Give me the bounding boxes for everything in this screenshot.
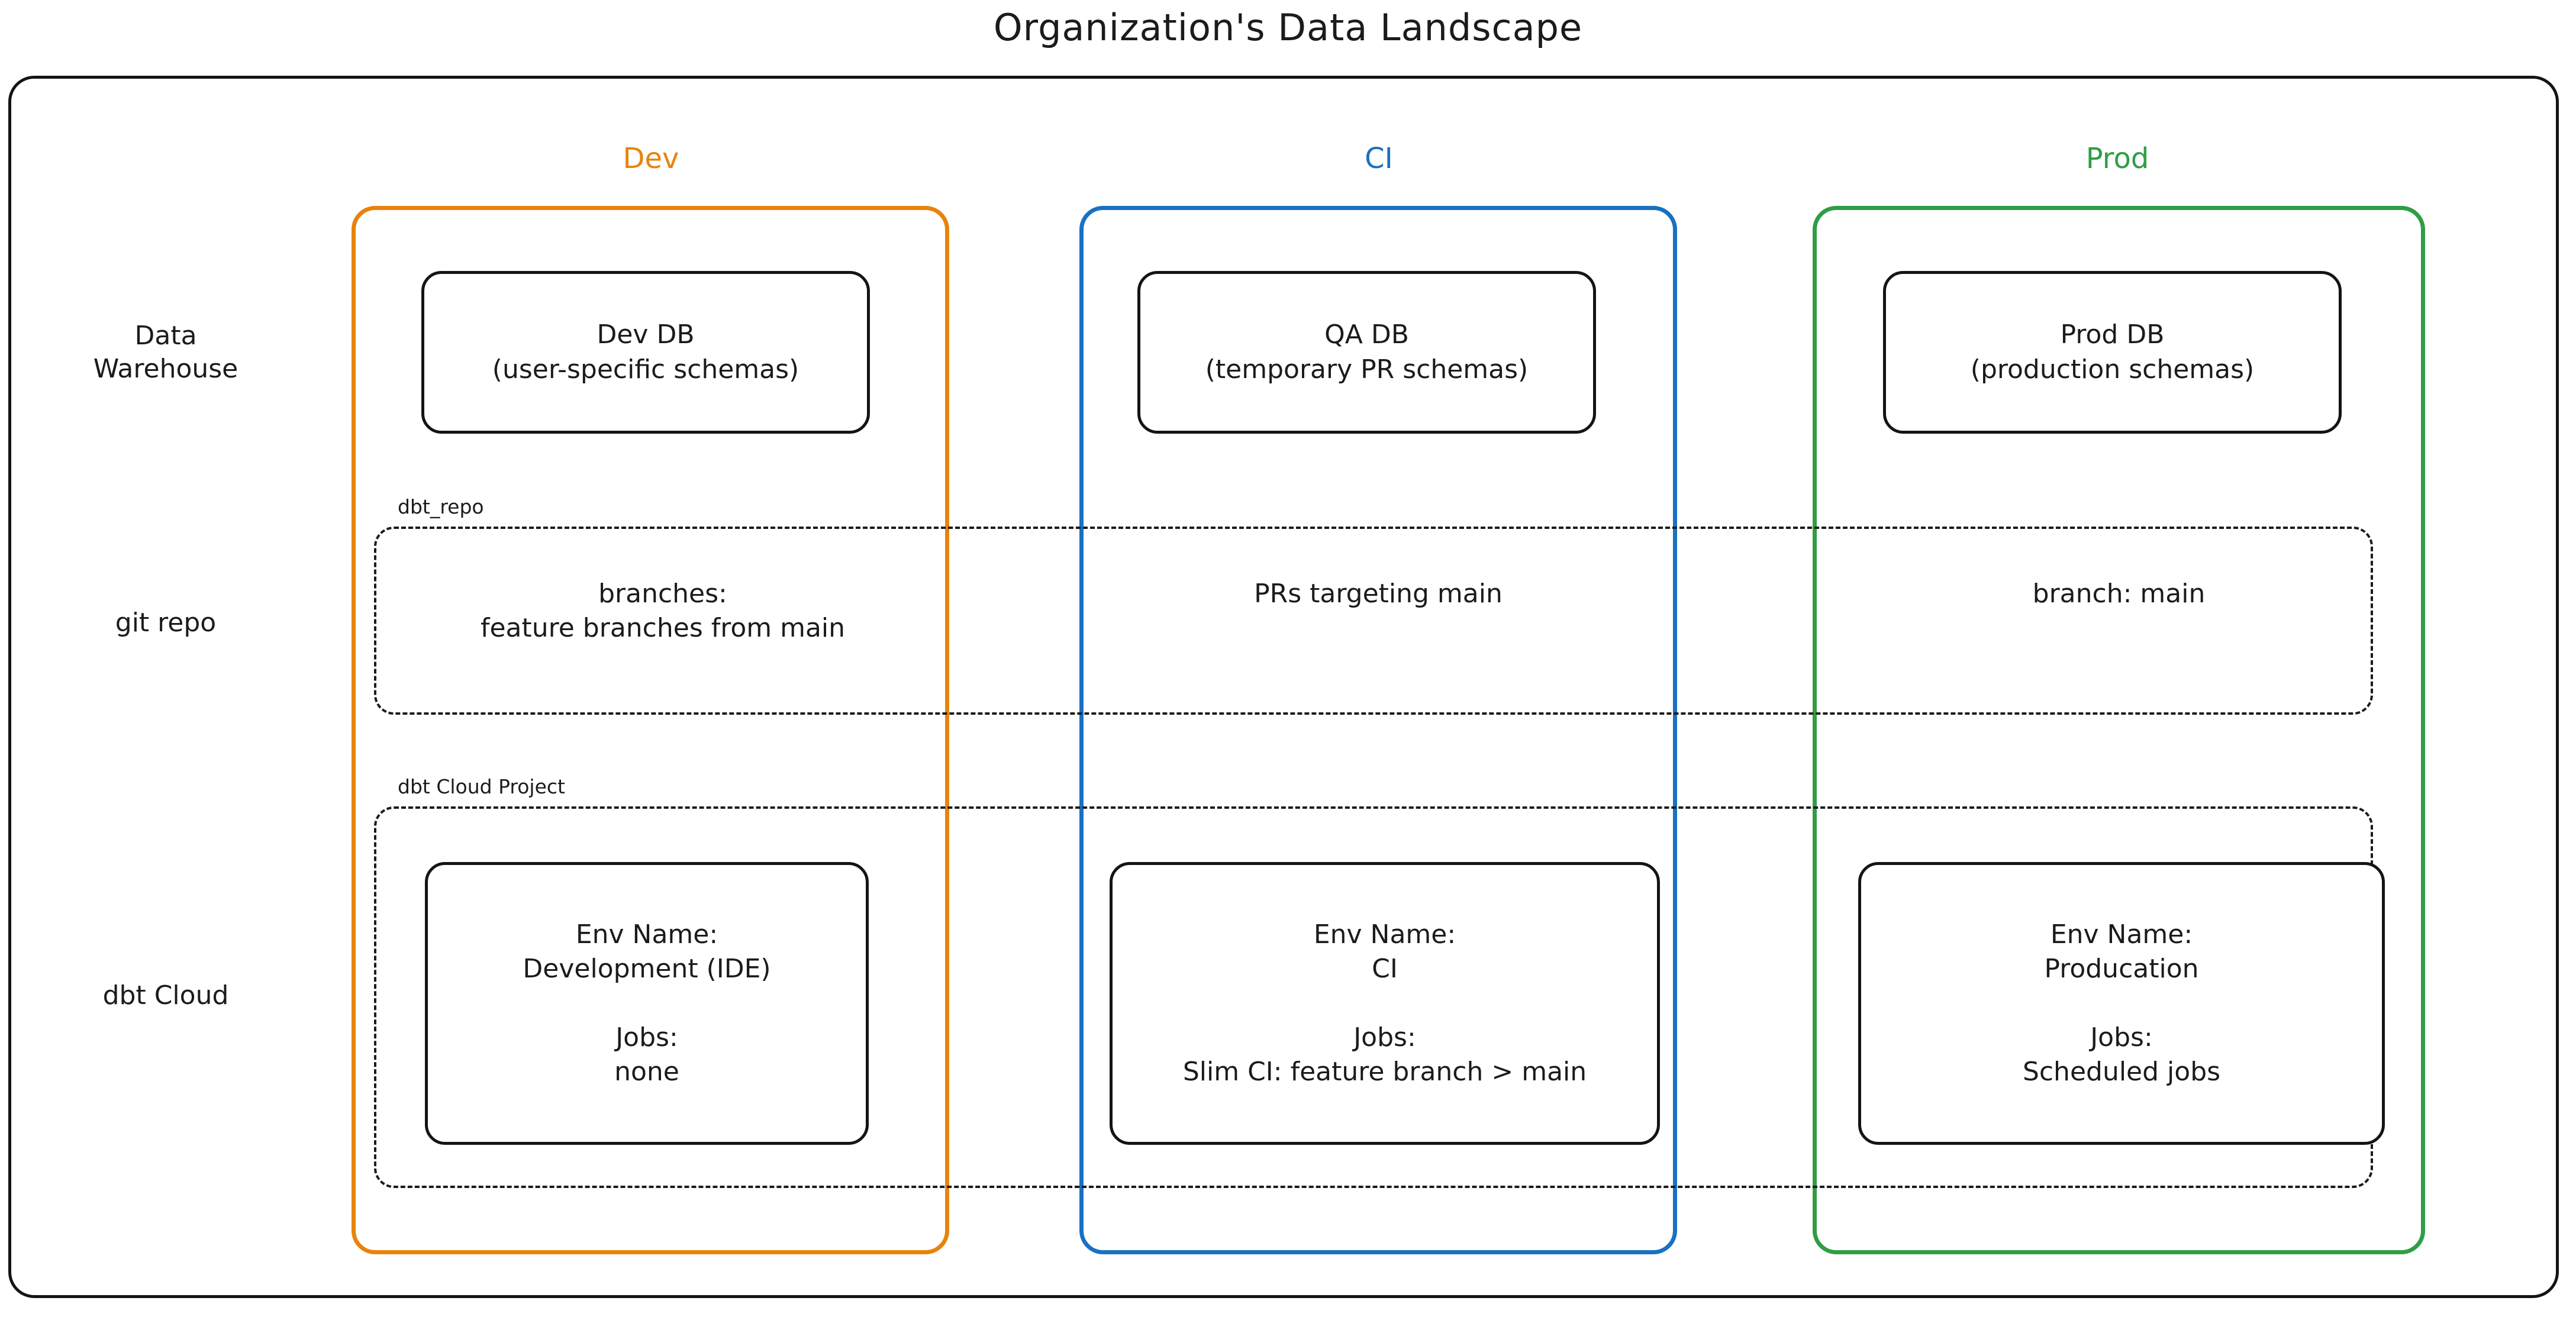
node-prod-db[interactable]: Prod DB (production schemas) (1883, 271, 2342, 434)
node-dbt-cloud-env-ci[interactable]: Env Name: CI Jobs: Slim CI: feature bran… (1110, 862, 1660, 1145)
column-header-dev: Dev (623, 142, 679, 175)
column-header-ci: CI (1365, 142, 1393, 175)
git-repo-cell-dev: branches: feature branches from main (480, 579, 846, 644)
page-title: Organization's Data Landscape (993, 6, 1583, 49)
env-column-dev (352, 206, 949, 1254)
row-label-dbt-cloud: dbt Cloud (102, 980, 229, 1011)
row-label-git-repo: git repo (115, 608, 217, 638)
node-dbt-cloud-env-prod[interactable]: Env Name: Producation Jobs: Scheduled jo… (1858, 862, 2385, 1145)
group-dbt-repo-label: dbt_repo (392, 495, 490, 518)
row-label-data-warehouse: Data Warehouse (93, 321, 238, 385)
node-dbt-cloud-env-dev[interactable]: Env Name: Development (IDE) Jobs: none (425, 862, 869, 1145)
column-header-prod: Prod (2085, 142, 2149, 175)
env-column-ci (1079, 206, 1677, 1254)
git-repo-cell-ci: PRs targeting main (1254, 579, 1503, 609)
node-dev-db[interactable]: Dev DB (user-specific schemas) (421, 271, 870, 434)
diagram-outer-frame (8, 76, 2559, 1298)
env-column-prod (1813, 206, 2425, 1254)
node-qa-db[interactable]: QA DB (temporary PR schemas) (1137, 271, 1596, 434)
group-dbt-cloud-project-label: dbt Cloud Project (392, 775, 571, 798)
group-dbt-repo: dbt_repo (374, 495, 2373, 715)
git-repo-cell-prod: branch: main (2032, 579, 2206, 609)
